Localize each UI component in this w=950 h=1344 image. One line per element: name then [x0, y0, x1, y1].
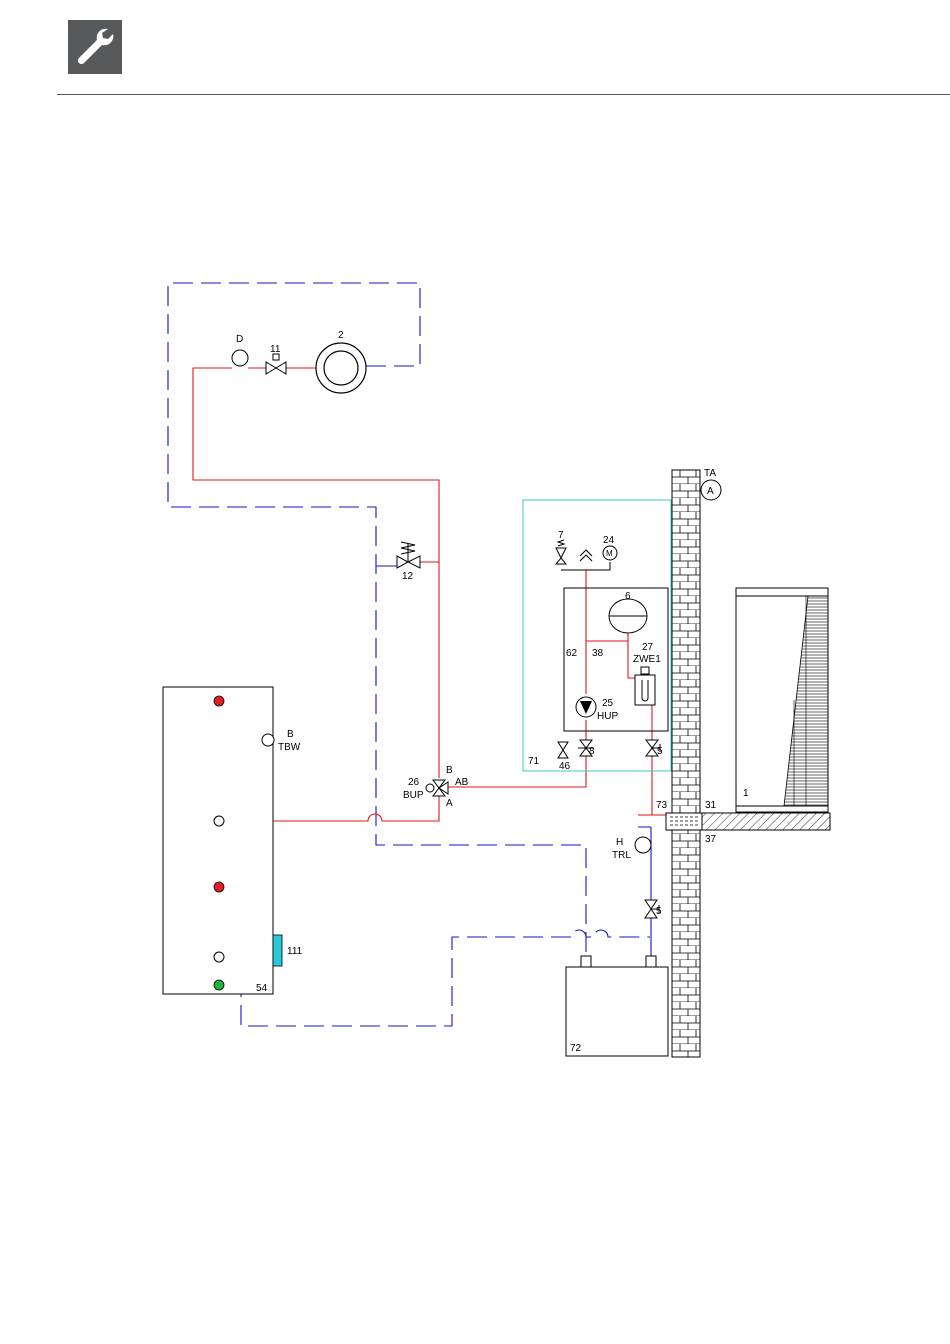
buffer-tank-72 [566, 956, 668, 1056]
tank-port-supply [214, 816, 224, 826]
sensor-d-icon [232, 350, 248, 366]
label-TRL: TRL [612, 850, 631, 861]
label-valve-AB: AB [455, 777, 469, 788]
label-5a: 5 [657, 746, 663, 757]
house-wall [672, 470, 700, 1057]
label-25: 25 [602, 698, 614, 709]
label-valve-A: A [446, 798, 453, 809]
circulation-pump-25-icon [576, 697, 596, 717]
storage-tank [163, 687, 282, 994]
air-vent-icon [580, 550, 592, 561]
label-HUP: HUP [597, 711, 618, 722]
label-62: 62 [566, 648, 578, 659]
valve-11-icon [266, 354, 286, 374]
label-31: 31 [705, 800, 717, 811]
label-B-tank: B [287, 729, 294, 740]
immersion-heater-111 [273, 935, 282, 966]
label-73: 73 [656, 800, 668, 811]
label-M: M [606, 549, 613, 558]
label-H: H [616, 837, 623, 848]
tank-sensor-tbw [262, 734, 274, 746]
three-way-valve-26-icon [426, 780, 448, 796]
label-TBW: TBW [278, 742, 301, 753]
label-TA: TA [704, 468, 716, 479]
label-12: 12 [402, 571, 414, 582]
label-valve-B: B [446, 765, 453, 776]
tank-port-return [214, 952, 224, 962]
tank-port-red-mid [214, 882, 224, 892]
label-A-sensor: A [707, 486, 714, 497]
label-11: 11 [270, 344, 281, 355]
label-26: 26 [408, 777, 420, 788]
expansion-vessel-6-icon [609, 599, 647, 633]
label-8: 8 [589, 746, 595, 757]
label-27: 27 [642, 642, 654, 653]
label-2: 2 [338, 330, 344, 341]
label-ZWE1: ZWE1 [633, 654, 661, 665]
label-111: 111 [287, 946, 303, 957]
label-1: 1 [743, 788, 749, 799]
label-72: 72 [570, 1043, 582, 1054]
hydraulic-module-outline [523, 500, 671, 771]
valve-46-icon [558, 742, 568, 758]
label-7: 7 [558, 530, 564, 541]
label-54: 54 [256, 983, 268, 994]
heat-consumer-2-icon [316, 343, 366, 393]
electric-heater-zwe1-icon [635, 667, 655, 705]
label-D: D [236, 334, 243, 345]
tank-port-red-top [214, 696, 224, 706]
label-6: 6 [625, 591, 631, 602]
overflow-valve-12-icon [397, 542, 420, 568]
label-BUP: BUP [403, 790, 424, 801]
outdoor-heat-pump-unit [702, 588, 830, 830]
wall-penetration [666, 813, 702, 830]
label-24: 24 [603, 535, 615, 546]
label-37: 37 [705, 834, 717, 845]
label-46: 46 [559, 761, 571, 772]
label-38: 38 [592, 648, 604, 659]
tank-port-green [214, 980, 224, 990]
label-5b: 5 [656, 906, 662, 917]
sensor-trl-icon [635, 837, 651, 853]
safety-valve-7-icon [556, 540, 610, 570]
label-71: 71 [528, 756, 540, 767]
